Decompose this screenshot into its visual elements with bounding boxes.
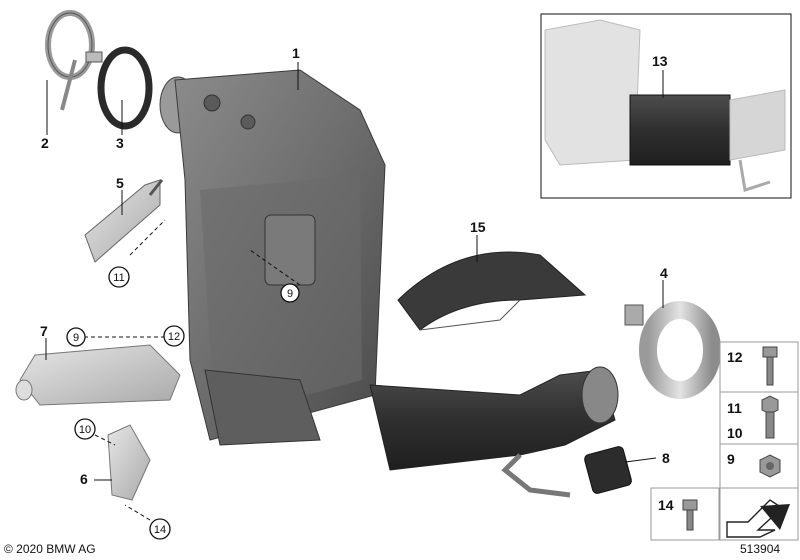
- label-part-13: 13: [652, 53, 668, 69]
- leader-lines: [45, 62, 664, 521]
- copyright-text: © 2020 BMW AG: [4, 542, 96, 556]
- particulate-filter-part-1: [159, 69, 619, 498]
- legend-label-10: 10: [727, 425, 743, 441]
- label-part-6: 6: [80, 471, 88, 487]
- callout-10-bracket: 10: [74, 418, 96, 440]
- svg-text:11: 11: [113, 272, 124, 284]
- legend-label-11: 11: [727, 400, 742, 416]
- label-part-2: 2: [41, 135, 49, 151]
- bracket-part-5: [84, 179, 164, 263]
- legend-label-9: 9: [727, 451, 735, 467]
- callout-11-bracket: 11: [108, 266, 130, 288]
- svg-text:9: 9: [73, 332, 79, 344]
- label-part-15: 15: [470, 219, 486, 235]
- label-part-3: 3: [116, 135, 124, 151]
- label-part-7: 7: [40, 323, 48, 339]
- clamp-ring-part-2: [45, 10, 103, 111]
- svg-text:10: 10: [79, 424, 91, 436]
- callout-9-filter: 9: [280, 283, 300, 303]
- gasket-part-3: [97, 46, 153, 130]
- bolt-12-icon: [762, 346, 778, 386]
- clamp-band-part-4: [624, 301, 721, 399]
- nut-9-icon: [759, 454, 781, 478]
- label-part-8: 8: [662, 450, 670, 466]
- detail-inset: [540, 13, 792, 199]
- rubber-mount-part-8: [584, 446, 632, 494]
- legend-label-14: 14: [658, 497, 674, 513]
- callout-9-shield: 9: [66, 327, 86, 347]
- svg-text:14: 14: [154, 524, 166, 536]
- svg-text:12: 12: [168, 331, 180, 343]
- diagram-number: 513904: [740, 542, 780, 556]
- bolt-11-10-icon: [761, 395, 779, 439]
- heat-shield-part-7: [15, 344, 181, 406]
- bracket-part-6: [107, 424, 151, 501]
- hardware-legend: [650, 341, 799, 541]
- bolt-14-icon: [682, 499, 698, 531]
- arrow-symbol-icon: [726, 499, 790, 538]
- callout-12-shield: 12: [163, 325, 185, 347]
- svg-text:9: 9: [287, 288, 293, 300]
- label-part-1: 1: [292, 45, 300, 61]
- legend-label-12: 12: [727, 349, 743, 365]
- heat-shield-part-15: [397, 251, 587, 331]
- callout-14-bracket: 14: [149, 518, 171, 540]
- label-part-4: 4: [660, 265, 668, 281]
- label-part-5: 5: [116, 175, 124, 191]
